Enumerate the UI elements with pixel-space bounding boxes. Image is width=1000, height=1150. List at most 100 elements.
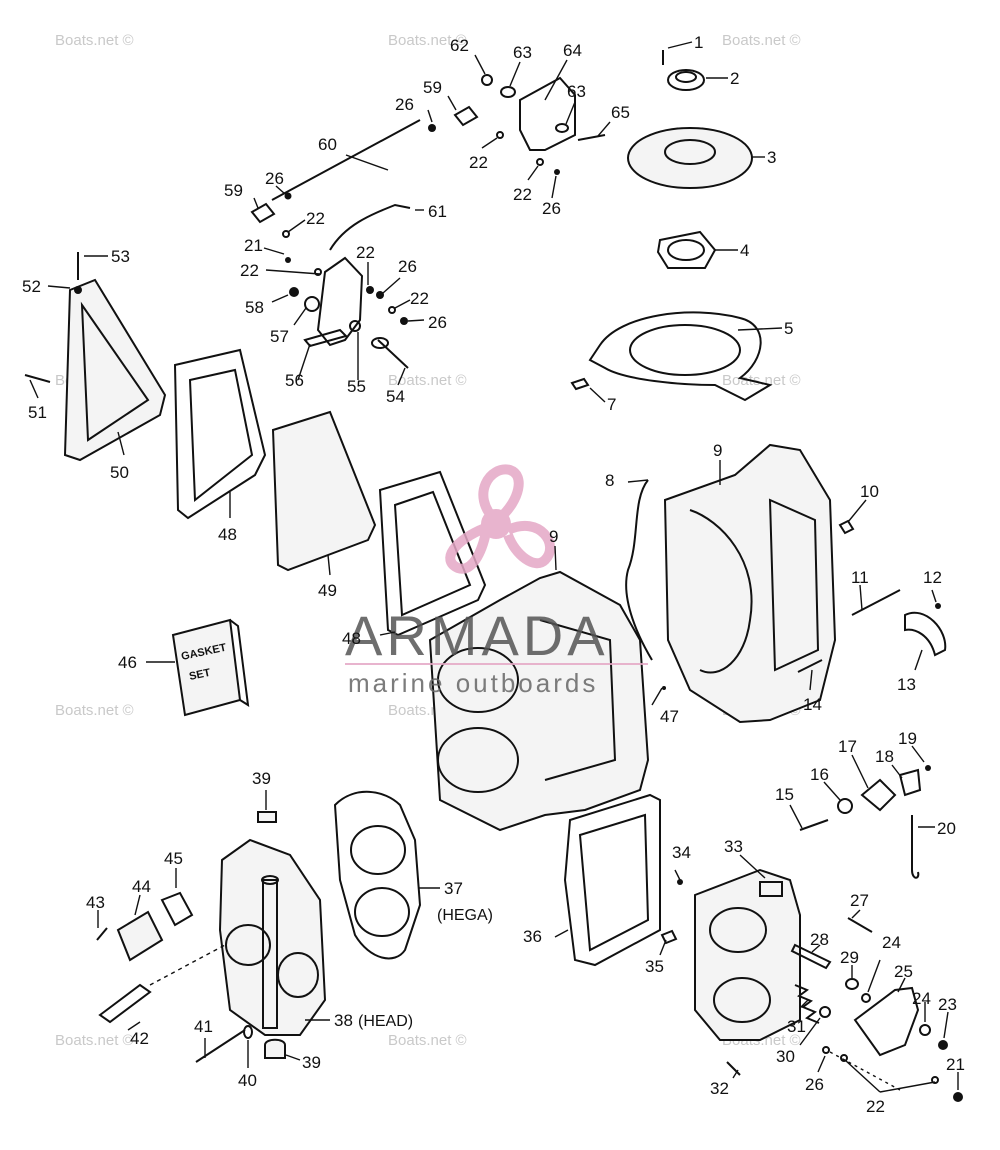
- leader-line: [285, 1054, 301, 1061]
- callout-22: 22: [513, 185, 532, 204]
- head-chamber: [225, 924, 271, 966]
- leader-line: [589, 387, 606, 403]
- callout-12: 12: [923, 568, 942, 587]
- cover-gasket-part: [378, 470, 487, 637]
- washer-part: [861, 993, 871, 1003]
- propeller-logo: [445, 464, 555, 574]
- brand-text: ARMADA: [345, 604, 609, 667]
- callout-20: 20: [937, 819, 956, 838]
- throttle-linkage-group: [250, 74, 606, 369]
- callout-1: 1: [694, 33, 703, 52]
- pin-part: [554, 169, 560, 175]
- leader-line: [674, 869, 681, 881]
- callout-59: 59: [423, 78, 442, 97]
- stator-plate-ring: [629, 324, 741, 376]
- watermark-text: Boats.net ©: [388, 372, 467, 389]
- leader-line: [809, 669, 813, 691]
- callout-9: 9: [549, 527, 558, 546]
- screw-part: [935, 603, 941, 609]
- washer-part: [388, 306, 396, 314]
- gasket-part: [160, 891, 194, 927]
- washer-part: [931, 1076, 939, 1084]
- leader-line: [544, 59, 568, 101]
- leader-line: [554, 929, 569, 938]
- callout-40: 40: [238, 1071, 257, 1090]
- leader-line: [474, 54, 486, 75]
- bolt-part: [195, 1029, 246, 1063]
- cover-part: [116, 910, 164, 962]
- head-gasket-bore: [354, 887, 410, 937]
- stator-plate-part: [588, 311, 773, 402]
- link-part: [303, 328, 348, 348]
- callout-26: 26: [805, 1075, 824, 1094]
- watermark-text: Boats.net ©: [388, 1032, 467, 1049]
- bolt-part: [726, 1061, 741, 1076]
- leader-line: [427, 109, 433, 123]
- leader-line: [914, 649, 923, 671]
- nut-part: [481, 74, 493, 86]
- washer-part: [314, 268, 322, 276]
- callout-23: 23: [938, 995, 957, 1014]
- callout-59: 59: [224, 181, 243, 200]
- watermark-text: Boats.net ©: [55, 1032, 134, 1049]
- leader-line: [117, 431, 125, 456]
- seal-inner: [675, 71, 697, 83]
- bolt-part: [797, 659, 823, 673]
- cover-gasket-opening: [393, 490, 472, 617]
- callout-39: 39: [252, 769, 271, 788]
- gasket-hole: [667, 239, 705, 261]
- callout-35: 35: [645, 957, 664, 976]
- leader-line: [29, 379, 39, 399]
- callout-22: 22: [410, 289, 429, 308]
- bolt-part: [851, 589, 901, 616]
- leader-line: [287, 219, 306, 233]
- leader-line: [394, 299, 411, 309]
- nut-part: [953, 1092, 963, 1102]
- head-tube-part: [262, 879, 278, 1029]
- gasket-part: [656, 230, 717, 269]
- shaft-part: [790, 943, 832, 970]
- crankcase-contour: [689, 509, 753, 674]
- propeller-blade: [445, 523, 491, 574]
- leader-line: [382, 277, 401, 294]
- callout-49: 49: [318, 581, 337, 600]
- leader-line: [823, 781, 841, 801]
- leader-line: [859, 584, 863, 611]
- callout-13: 13: [897, 675, 916, 694]
- callout-26: 26: [428, 313, 447, 332]
- callout-37: 37: [444, 879, 463, 898]
- propeller-blade: [478, 464, 524, 524]
- leader-line: [811, 944, 821, 953]
- callout-22: 22: [240, 261, 259, 280]
- callout-44: 44: [132, 877, 151, 896]
- watermark-text: Boats.net ©: [55, 32, 134, 49]
- screw-part: [577, 134, 606, 141]
- leader-lines: [29, 41, 959, 1093]
- leader-line: [851, 909, 861, 919]
- callout-46: 46: [118, 653, 137, 672]
- leader-line: [891, 764, 903, 779]
- leader-line: [379, 631, 396, 636]
- seal-part: [667, 69, 705, 91]
- washer-part: [304, 296, 320, 312]
- leader-line: [799, 1017, 821, 1046]
- leader-line: [447, 95, 457, 111]
- callout-27: 27: [850, 891, 869, 910]
- pin-part: [662, 686, 666, 690]
- armada-watermark-logo: ARMADA marine outboards: [345, 464, 648, 698]
- callout-33: 33: [724, 837, 743, 856]
- callout-22: 22: [469, 153, 488, 172]
- flywheel-hub: [664, 139, 716, 165]
- callout-22: 22: [356, 243, 375, 262]
- callout-7: 7: [607, 395, 616, 414]
- callout-2: 2: [730, 69, 739, 88]
- callout-61: 61: [428, 202, 447, 221]
- intake-port: [709, 907, 767, 953]
- callout-17: 17: [838, 737, 857, 756]
- callout-22: 22: [306, 209, 325, 228]
- washer-part: [819, 1006, 831, 1018]
- callout-10: 10: [860, 482, 879, 501]
- nut-part: [376, 291, 384, 299]
- leader-line: [407, 319, 425, 322]
